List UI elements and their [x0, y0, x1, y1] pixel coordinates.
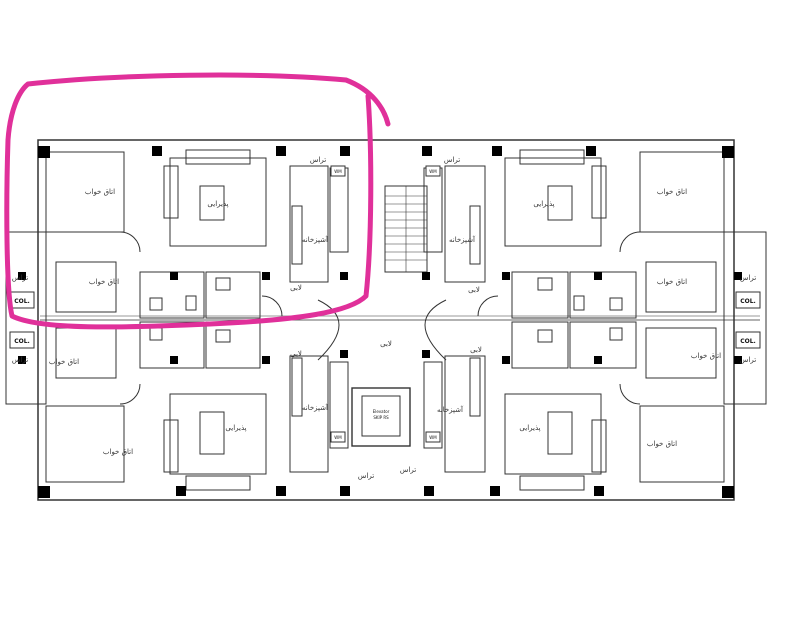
label-bedroom-br: اتاق خواب [647, 440, 677, 448]
col-box-right-top [735, 291, 761, 309]
col-label-lb: COL. [14, 338, 30, 345]
plan-structure [5, 139, 767, 501]
plan-columns [18, 146, 742, 498]
label-lobby-bl: لابی [290, 350, 302, 358]
label-terrace-right-top: تراس [740, 274, 756, 282]
label-living-tr: پذیرایی [533, 200, 554, 208]
col-box-right-bottom [735, 331, 761, 349]
col-label-lt: COL. [14, 298, 30, 305]
label-kitchen-tr: آشپزخانه [449, 235, 476, 244]
col-label-rt: COL. [740, 298, 756, 305]
elevator-sublabel: SKIP RS [373, 415, 389, 420]
wm-box-4 [425, 431, 441, 443]
wm-box-2 [425, 165, 441, 177]
wm-label-3: WM [334, 435, 342, 440]
label-living-br: پذیرایی [519, 424, 540, 432]
label-lobby-center: لابی [380, 340, 392, 348]
wm-box-3 [330, 431, 346, 443]
label-terrace-br: تراس [400, 466, 416, 474]
label-kitchen-tl: آشپزخانه [302, 235, 329, 244]
label-terrace-left-top: تراس [12, 274, 28, 282]
label-terrace-tl: تراس [310, 156, 326, 164]
label-living-bl: پذیرایی [225, 424, 246, 432]
label-kitchen-br: آشپزخانه [437, 405, 464, 414]
label-terrace-right-bottom: تراس [740, 356, 756, 364]
wm-label-1: WM [334, 169, 342, 174]
label-bedroom-tr: اتاق خواب [657, 188, 687, 196]
label-bedroom-tl: اتاق خواب [85, 188, 115, 196]
col-box-left-bottom [9, 331, 35, 349]
label-terrace-bl: تراس [358, 472, 374, 480]
label-terrace-tr: تراس [444, 156, 460, 164]
label-lobby-tl: لابی [290, 284, 302, 292]
label-bedroom-mr2: اتاق خواب [691, 352, 721, 360]
wm-box-1 [330, 165, 346, 177]
label-lobby-tr: لابی [468, 286, 480, 294]
label-bedroom-mr: اتاق خواب [657, 278, 687, 286]
wm-label-4: WM [429, 435, 437, 440]
label-terrace-left-bottom: تراس [12, 356, 28, 364]
label-kitchen-bl: آشپزخانه [302, 403, 329, 412]
label-bedroom-bl: اتاق خواب [103, 448, 133, 456]
label-bedroom-ml2: اتاق خواب [49, 358, 79, 366]
col-label-rb: COL. [740, 338, 756, 345]
elevator-label: Elevator [373, 409, 390, 414]
highlight-annotation [4, 72, 391, 330]
wm-label-2: WM [429, 169, 437, 174]
label-bedroom-ml: اتاق خواب [89, 278, 119, 286]
label-living-tl: پذیرایی [207, 200, 228, 208]
label-lobby-br: لابی [470, 346, 482, 354]
